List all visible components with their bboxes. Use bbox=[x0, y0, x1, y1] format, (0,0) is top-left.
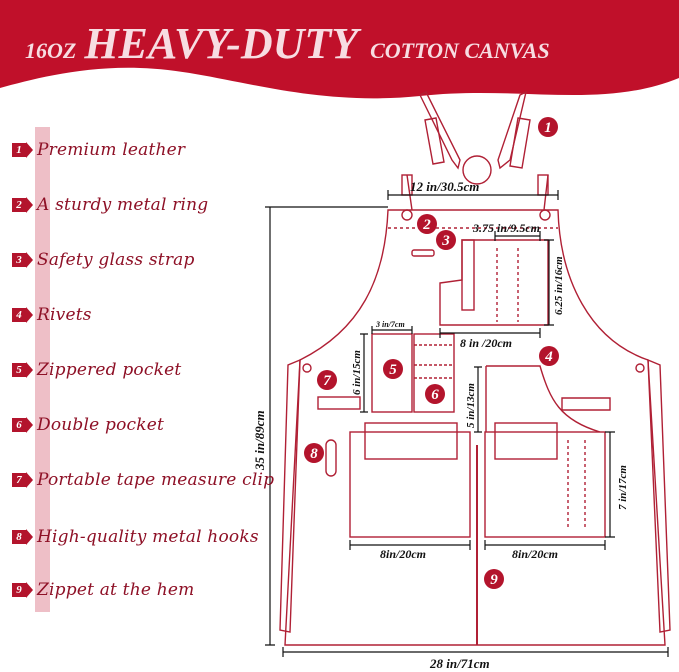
dim-chest-panel-width: 8 in /20cm bbox=[460, 336, 512, 350]
dim-total-length: 35 in/89cm bbox=[252, 410, 267, 471]
marker-3: 3 bbox=[436, 230, 456, 250]
dim-chest-pocket-width: 3.75 in/9.5cm bbox=[472, 221, 540, 235]
metal-hook bbox=[325, 439, 337, 477]
strap-buckle bbox=[462, 155, 492, 185]
right-strap bbox=[497, 90, 528, 170]
svg-text:7: 7 bbox=[323, 373, 331, 389]
zippered-pocket bbox=[371, 333, 413, 413]
feature-label: High-quality metal hooks bbox=[37, 527, 259, 547]
left-strap bbox=[419, 91, 461, 170]
arrow-badge-icon: 3 bbox=[12, 251, 34, 269]
arrow-badge-icon: 5 bbox=[12, 361, 34, 379]
dim-side-pocket-height: 7 in/17cm bbox=[617, 465, 629, 510]
marker-9: 9 bbox=[484, 569, 504, 589]
feature-list-bar bbox=[35, 127, 50, 612]
arrow-badge-icon: 7 bbox=[12, 471, 34, 489]
rivet-pocket bbox=[485, 365, 601, 433]
feature-label: Premium leather bbox=[37, 140, 186, 160]
arrow-badge-icon: 9 bbox=[12, 581, 34, 599]
left-leather-strap bbox=[424, 117, 445, 165]
double-pocket bbox=[413, 333, 455, 413]
dim-right-pocket-width: 8in/20cm bbox=[512, 547, 558, 561]
svg-text:8: 8 bbox=[310, 446, 318, 462]
dim-chest-pocket-height: 6.25 in/16cm bbox=[553, 256, 565, 315]
feature-label: Rivets bbox=[37, 305, 92, 325]
feature-label: A sturdy metal ring bbox=[37, 195, 209, 215]
dim-bib-width: 12 in/30.5cm bbox=[410, 179, 479, 194]
dim-left-pocket-width: 8in/20cm bbox=[380, 547, 426, 561]
arrow-badge-icon: 1 bbox=[12, 141, 34, 159]
svg-text:6: 6 bbox=[431, 387, 439, 403]
svg-text:3: 3 bbox=[441, 233, 450, 249]
dim-total-width: 28 in/71cm bbox=[429, 656, 490, 671]
apron-body bbox=[284, 209, 666, 646]
marker-5: 5 bbox=[383, 359, 403, 379]
svg-text:16OZ HEAVY-DUTY CO: 16OZ HEAVY-DUTY COTTON CANVAS bbox=[25, 19, 550, 68]
dim-small-pocket-height: 6 in/15cm bbox=[351, 350, 363, 395]
right-leather-strap bbox=[509, 117, 531, 169]
svg-text:1: 1 bbox=[544, 120, 552, 136]
feature-label: Safety glass strap bbox=[37, 250, 195, 270]
marker-2: 2 bbox=[417, 214, 437, 234]
feature-label: Portable tape measure clip bbox=[37, 470, 275, 490]
feature-label: Zippered pocket bbox=[37, 360, 182, 380]
marker-8: 8 bbox=[304, 443, 324, 463]
arrow-badge-icon: 8 bbox=[12, 528, 34, 546]
arrow-badge-icon: 6 bbox=[12, 416, 34, 434]
chest-pocket bbox=[439, 239, 549, 326]
arrow-badge-icon: 2 bbox=[12, 196, 34, 214]
svg-text:9: 9 bbox=[490, 572, 498, 588]
feature-label: Zippet at the hem bbox=[37, 580, 195, 600]
tape-clip bbox=[317, 396, 361, 410]
header-band bbox=[0, 0, 679, 99]
svg-text:2: 2 bbox=[422, 217, 431, 233]
feature-label: Double pocket bbox=[37, 415, 165, 435]
svg-text:4: 4 bbox=[544, 349, 553, 365]
arrow-badge-icon: 4 bbox=[12, 306, 34, 324]
safety-glass-strap bbox=[461, 239, 475, 311]
header-prefix: 16OZ bbox=[25, 38, 76, 63]
header-suffix: COTTON CANVAS bbox=[370, 38, 550, 63]
svg-text:5: 5 bbox=[389, 362, 397, 378]
marker-1: 1 bbox=[538, 117, 558, 137]
left-front-pocket bbox=[349, 431, 471, 538]
marker-4: 4 bbox=[539, 346, 559, 366]
header-headline: HEAVY-DUTY bbox=[83, 19, 362, 68]
dim-small-pocket-width: 3 in/7cm bbox=[375, 320, 405, 329]
marker-7: 7 bbox=[317, 370, 337, 390]
marker-6: 6 bbox=[425, 384, 445, 404]
right-front-pocket bbox=[484, 431, 606, 538]
dim-rivet-pocket-height: 5 in/13cm bbox=[465, 383, 477, 428]
